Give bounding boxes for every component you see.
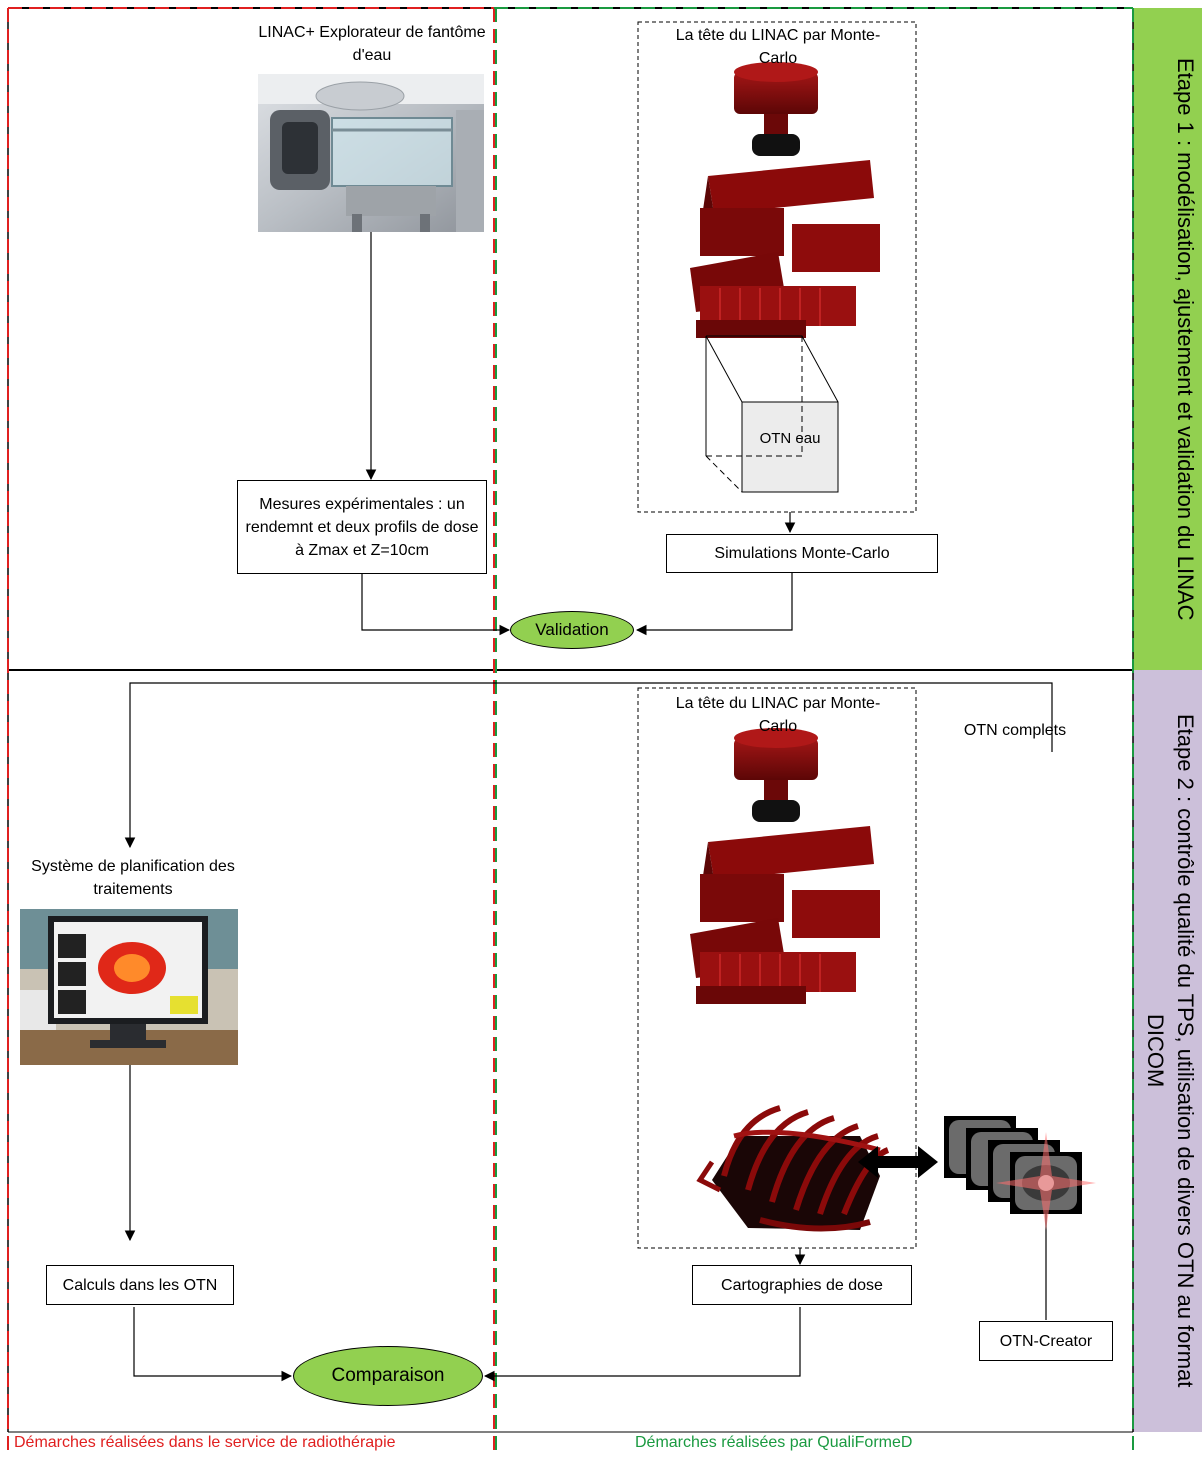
radiotherapy-region-outline <box>7 7 495 1450</box>
stage1-title: Etape 1 : modélisation, ajustement et va… <box>1173 57 1198 621</box>
cartographies-box: Cartographies de dose <box>692 1265 912 1305</box>
otn-cube-label: OTN eau <box>759 430 821 447</box>
otn-complets-label: OTN complets <box>963 722 1067 739</box>
linac-explorer-label: LINAC+ Explorateur de fantôme d'eau <box>258 24 486 64</box>
thorax-phantom-icon <box>696 1105 890 1232</box>
measures-box: Mesures expérimentales : un rendemnt et … <box>237 480 487 574</box>
comparaison-oval: Comparaison <box>293 1346 483 1406</box>
simulations-box: Simulations Monte-Carlo <box>666 534 938 573</box>
linac-photo-icon <box>258 74 484 232</box>
qualiformed-region-outline <box>494 7 1134 1450</box>
ct-slices-stack-icon <box>944 1116 1096 1230</box>
linac-head-label-2: La tête du LINAC par Monte-Carlo <box>675 695 881 735</box>
validation-oval: Validation <box>510 611 634 649</box>
otn-creator-box: OTN-Creator <box>979 1321 1113 1361</box>
linac-head-group-1 <box>637 21 917 513</box>
footer-radiotherapy: Démarches réalisées dans le service de r… <box>14 1434 396 1451</box>
footer-qualiformed: Démarches réalisées par QualiFormeD <box>635 1434 913 1451</box>
arrow-measures-to-validation <box>361 573 511 636</box>
arrow-otn-to-tps <box>124 682 1053 849</box>
linac-head-model-icon <box>690 62 880 338</box>
tps-label: Système de planification des traitements <box>31 858 235 898</box>
stage2-title: Etape 2 : contrôle qualité du TPS, utili… <box>1143 714 1198 1388</box>
linac-head-group-2 <box>637 687 917 1249</box>
stage2-band <box>1133 670 1202 1432</box>
tps-computer-photo-icon <box>20 909 238 1065</box>
arrow-calculs-to-comparaison <box>133 1307 293 1382</box>
linac-head-label: La tête du LINAC par Monte-Carlo <box>675 27 881 67</box>
arrow-cartographies-to-comparaison <box>483 1307 801 1382</box>
stage1-band <box>1133 8 1202 670</box>
water-phantom-cube-icon <box>705 335 839 493</box>
linac-head-model-icon <box>690 728 880 1004</box>
calculs-box: Calculs dans les OTN <box>46 1265 234 1305</box>
arrow-simulations-to-validation <box>635 573 793 636</box>
double-arrow-icon <box>858 1146 938 1178</box>
